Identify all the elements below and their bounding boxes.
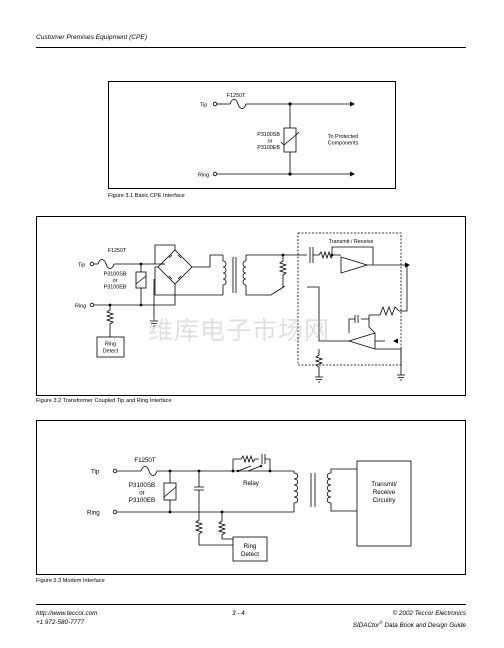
fig1-protected-line1: To Protected [328, 134, 358, 140]
footer-url[interactable]: http://www.teccor.com [36, 610, 98, 617]
fig3-ring-detect-line2: Detect [241, 551, 259, 558]
fig3-transmit-line2: Receive [373, 489, 396, 496]
transmit-receive-box [297, 232, 402, 366]
fuse-symbol [229, 99, 247, 109]
basic-cpe-schematic: F1250T Tip Ring P3100SB or P3100EB To Pr… [198, 93, 359, 179]
watermark: 维库电子市场网 [148, 316, 331, 345]
fig2-sidactor-line1: P3100SB [104, 272, 127, 278]
figure-3-2-caption: Figure 3.2 Transformer Coupled Tip and R… [36, 398, 172, 404]
footer-book-registered: ® [379, 620, 383, 625]
figure-3-1-caption: Figure 3.1 Basic CPE Interface [108, 193, 185, 199]
fig2-fuse-label: F1250T [108, 248, 127, 254]
fig1-fuse-label: F1250T [227, 93, 246, 99]
transformer-primary [222, 255, 227, 295]
rx-arrow [393, 338, 398, 344]
tip-terminal [212, 101, 218, 107]
ring-terminal [212, 171, 218, 177]
tip-arrow [350, 101, 355, 107]
footer-page-number: 3 - 4 [232, 610, 245, 617]
fig3-ring-detect-line1: Ring [244, 543, 257, 550]
sidactor-symbol [135, 271, 147, 289]
fig2-ring-label: Ring [75, 304, 86, 310]
footer-phone: +1 972-580-7777 [36, 619, 85, 626]
fig3-sidactor-line1: P3100SB [129, 482, 155, 489]
fig3-sidactor-line3: P3100EB [129, 497, 155, 504]
ring-arrow [350, 171, 355, 177]
fig1-sidactor-line3: P3100EB [257, 145, 280, 151]
modem-interface-schematic: F1250T Tip Ring P3100SB or P3100EB Relay… [87, 454, 412, 562]
fig1-sidactor-line1: P3100SB [257, 132, 280, 138]
fig2-tip-label: Tip [78, 263, 85, 269]
fig2-transmit-receive-label: Transmit / Receive [329, 239, 374, 245]
footer-left: http://www.teccor.com +1 972-580-7777 [36, 609, 97, 627]
footer-book-suffix: Data Book and Design Guide [382, 622, 466, 630]
fig1-sidactor-line2: or [268, 139, 273, 145]
fig1-tip-label: Tip [200, 103, 207, 109]
footer-book-prefix: SIDACtor [352, 622, 380, 630]
fuse-symbol [97, 259, 115, 269]
figure-3-3: F1250T Tip Ring P3100SB or P3100EB Relay… [36, 420, 466, 575]
fig3-relay-label: Relay [243, 480, 260, 487]
tx-arrow [405, 262, 410, 268]
figure-3-3-caption: Figure 3.3 Modem Interface [36, 578, 105, 584]
tx-amplifier [340, 256, 369, 274]
fig2-sidactor-line2: or [113, 278, 118, 284]
header-rule [36, 47, 466, 48]
footer-book-title: SIDACtor® Data Book and Design Guide [353, 618, 466, 630]
rx-amplifier [347, 332, 376, 350]
fig3-sidactor-line2: or [139, 490, 145, 497]
fig3-ring-label: Ring [87, 510, 100, 517]
figure-3-1: F1250T Tip Ring P3100SB or P3100EB To Pr… [108, 81, 396, 189]
transmit-receive-circuitry-box [356, 460, 412, 547]
fig3-transmit-line1: Transmit/ [371, 481, 397, 488]
figure-3-2: F1250T Tip Ring P3100SB or P3100EB Ring … [36, 216, 466, 396]
fuse-symbol [140, 466, 158, 476]
fig3-transmit-line3: Circuitry [373, 497, 397, 504]
transformer-coupled-schematic: F1250T Tip Ring P3100SB or P3100EB Ring … [75, 232, 410, 383]
fig3-fuse-label: F1250T [134, 457, 156, 464]
footer-right: © 2002 Teccor Electronics SIDACtor® Data… [353, 609, 466, 630]
sidactor-symbol [283, 127, 297, 153]
fig2-ring-detect-line1: Ring [105, 342, 116, 348]
bridge-rectifier [157, 249, 193, 285]
fig1-ring-label: Ring [198, 173, 209, 179]
fig3-tip-label: Tip [91, 469, 100, 476]
fig2-ring-detect-line2: Detect [103, 349, 119, 355]
sidactor-symbol [163, 482, 177, 501]
fig2-sidactor-line3: P3100EB [104, 285, 127, 291]
footer-rule [36, 604, 466, 605]
transformer-secondary [242, 260, 247, 286]
page-header: Customer Premises Equipment (CPE) [36, 34, 148, 41]
footer-copyright: © 2002 Teccor Electronics [392, 610, 466, 617]
fig1-protected-line2: Components [328, 141, 359, 147]
